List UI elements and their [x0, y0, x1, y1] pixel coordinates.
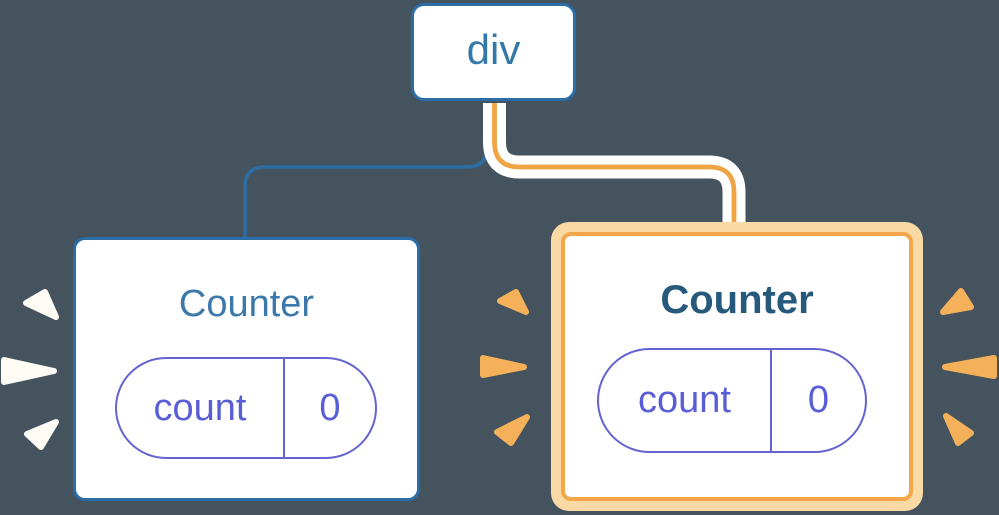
spark-ray-icon — [24, 419, 59, 450]
counter-card-left: Counter count 0 — [73, 237, 420, 501]
counter-title: Counter — [178, 283, 315, 325]
counter-card-right-highlighted: Counter count 0 — [551, 222, 923, 511]
spark-rays-right-card-left — [480, 289, 530, 446]
state-value: 0 — [319, 386, 341, 429]
spark-ray-icon — [1, 357, 57, 385]
spark-ray-icon — [494, 414, 530, 446]
spark-ray-icon — [942, 355, 997, 379]
root-node-label: div — [466, 26, 521, 73]
state-value: 0 — [807, 379, 830, 421]
tree-edge-right — [492, 103, 737, 228]
counter-card-right-inner: Counter count 0 — [561, 232, 913, 501]
spark-ray-icon — [497, 289, 529, 315]
spark-ray-icon — [940, 288, 974, 315]
counter-title: Counter — [660, 278, 814, 322]
state-key: count — [599, 350, 772, 451]
spark-ray-icon — [480, 355, 527, 378]
spark-ray-icon — [23, 289, 59, 320]
tree-edge-left — [243, 104, 489, 240]
spark-rays-left-card — [1, 289, 59, 450]
spark-rays-right-card-right — [940, 288, 997, 446]
root-node-div: div — [411, 3, 576, 101]
state-pill: count 0 — [115, 357, 377, 459]
state-pill: count 0 — [597, 348, 867, 453]
state-key: count — [117, 359, 285, 457]
spark-ray-icon — [943, 413, 974, 446]
